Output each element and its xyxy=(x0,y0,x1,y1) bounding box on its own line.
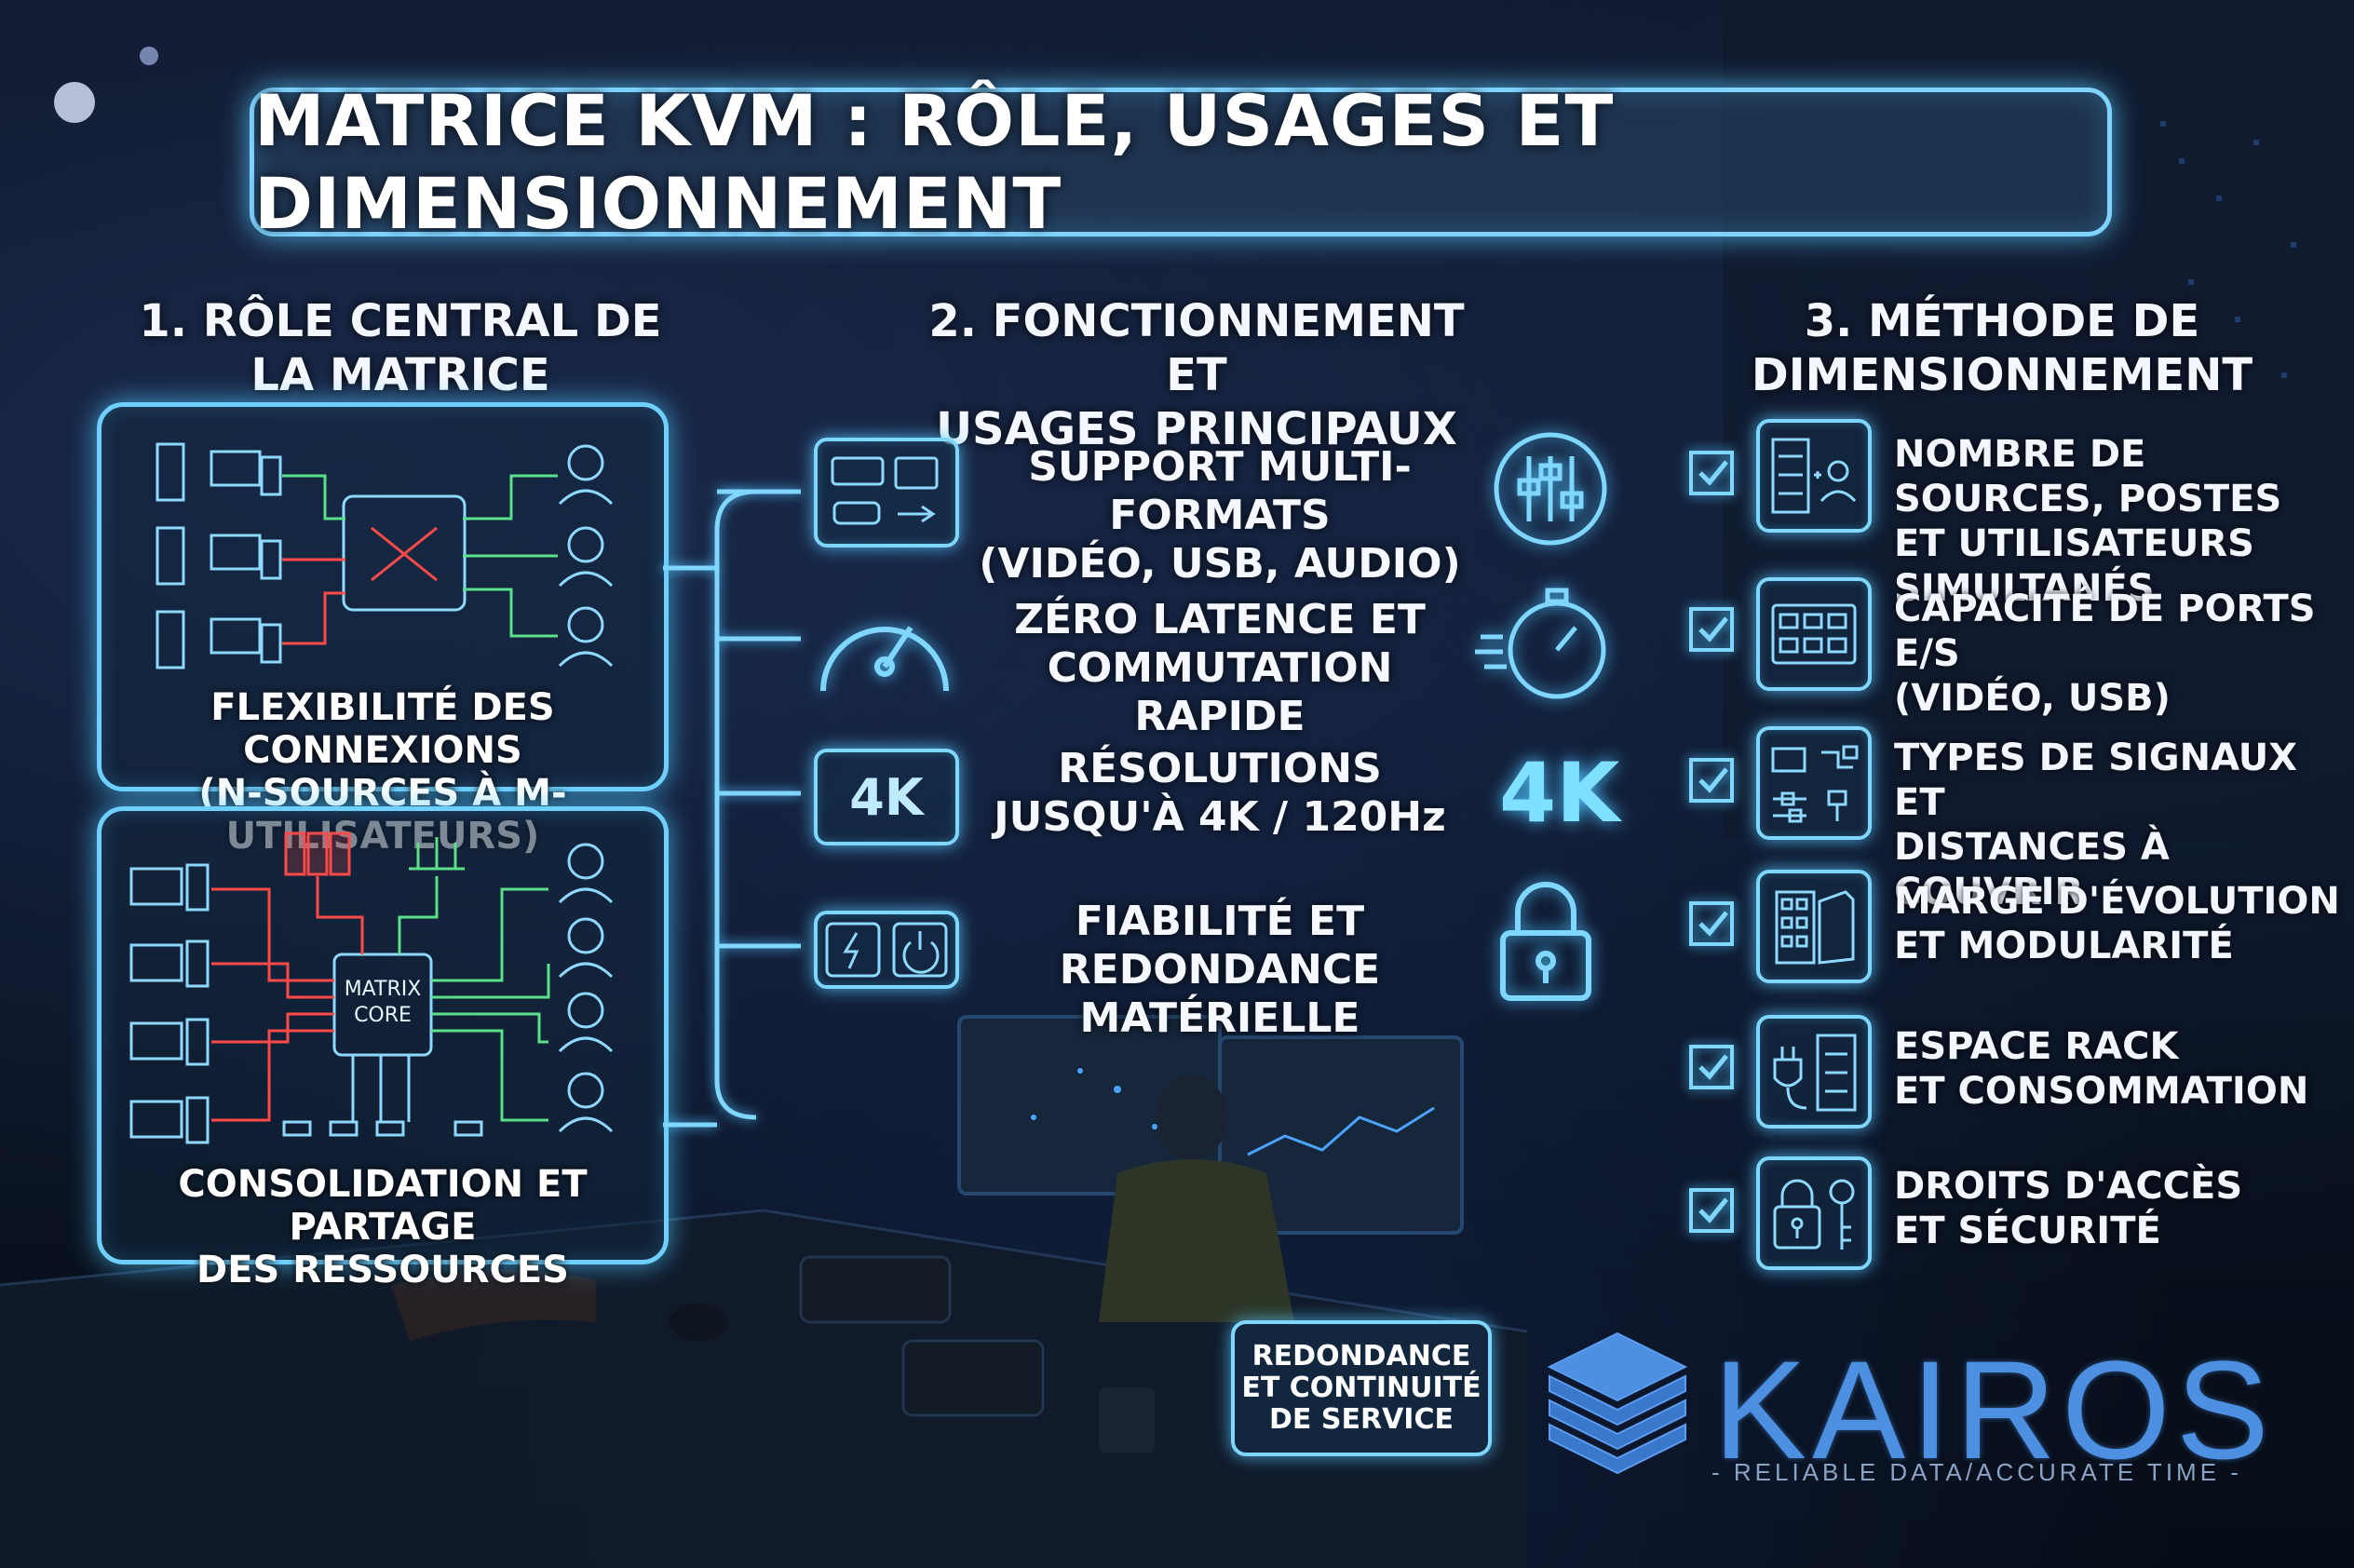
check-icon xyxy=(1689,607,1734,652)
main-title: MATRICE KVM : RÔLE, USAGES ET DIMENSIONN… xyxy=(254,79,1615,245)
redundancy-badge-line1: REDONDANCE xyxy=(1251,1340,1471,1372)
flexibility-panel: FLEXIBILITÉ DES CONNEXIONS (N-SOURCES À … xyxy=(97,402,669,858)
plug-rack-icon-box xyxy=(1756,1015,1872,1129)
feature-multiformat-line1: SUPPORT MULTI-FORMATS xyxy=(1028,443,1412,539)
dim-security-line2: ET SÉCURITÉ xyxy=(1894,1210,2161,1252)
dim-security-line1: DROITS D'ACCÈS xyxy=(1894,1165,2243,1208)
signal-types-icon xyxy=(1771,745,1859,823)
dim-sources-line1: NOMBRE DE SOURCES, POSTES xyxy=(1894,433,2282,520)
feature-resolution-line2: JUSQU'À 4K / 120Hz xyxy=(994,793,1446,841)
modules-icon xyxy=(1775,890,1855,965)
feature-resolution: RÉSOLUTIONS JUSQU'À 4K / 120Hz xyxy=(959,745,1481,842)
consolidation-caption-line2: DES RESSOURCES xyxy=(196,1249,569,1291)
n-to-m-diagram xyxy=(156,442,614,669)
kairos-logo-tagline: - RELIABLE DATA/ACCURATE TIME - xyxy=(1711,1458,2242,1486)
server-user-icon-box xyxy=(1756,419,1872,533)
dim-rack-line2: ET CONSOMMATION xyxy=(1894,1070,2309,1113)
column-heading-usages-line1: 2. FONCTIONNEMENT ET xyxy=(928,295,1465,401)
column-heading-method-line2: DIMENSIONNEMENT xyxy=(1751,349,2253,401)
lock-key-icon-box xyxy=(1756,1156,1872,1270)
feature-multiformat-line2: (VIDÉO, USB, AUDIO) xyxy=(979,540,1461,588)
feature-resolution-line1: RÉSOLUTIONS xyxy=(1058,745,1382,792)
consolidation-caption-line1: CONSOLIDATION ET PARTAGE xyxy=(178,1163,588,1249)
modules-icon-box xyxy=(1756,870,1872,983)
dim-evolution-line1: MARGE D'ÉVOLUTION xyxy=(1894,880,2340,923)
plug-rack-icon xyxy=(1773,1034,1857,1112)
redundancy-badge: REDONDANCE ET CONTINUITÉ DE SERVICE xyxy=(1231,1320,1492,1456)
consolidation-caption: CONSOLIDATION ET PARTAGE DES RESSOURCES xyxy=(101,1163,664,1291)
4k-icon-box: 4K xyxy=(814,749,959,845)
check-icon xyxy=(1689,901,1734,946)
dim-signals-line2: DISTANCES À COUVRIR xyxy=(1894,826,2170,913)
column-heading-method-line1: 3. MÉTHODE DE xyxy=(1804,295,2200,347)
speedometer-icon xyxy=(820,626,949,692)
consolidation-panel: MATRIX CORE CONSOLIDATION ET PARTAGE DES… xyxy=(97,806,669,1291)
ports-icon xyxy=(831,456,939,525)
dim-signals: TYPES DE SIGNAUX ET DISTANCES À COUVRIR xyxy=(1894,736,2341,914)
dim-evolution: MARGE D'ÉVOLUTION ET MODULARITÉ xyxy=(1894,879,2341,968)
signal-types-icon-box xyxy=(1756,726,1872,840)
check-icon xyxy=(1689,1045,1734,1089)
column-heading-usages-line2: USAGES PRINCIPAUX xyxy=(936,403,1457,455)
4k-side-label: 4K xyxy=(1499,745,1620,841)
dim-security: DROITS D'ACCÈS ET SÉCURITÉ xyxy=(1894,1164,2341,1253)
feature-latency-line1: ZÉRO LATENCE ET xyxy=(1014,596,1426,643)
check-icon xyxy=(1689,758,1734,803)
feature-latency-line2: COMMUTATION RAPIDE xyxy=(1047,644,1393,740)
dim-evolution-line2: ET MODULARITÉ xyxy=(1894,925,2234,967)
feature-reliability-line1: FIABILITÉ ET xyxy=(1075,898,1365,945)
feature-multiformat: SUPPORT MULTI-FORMATS (VIDÉO, USB, AUDIO… xyxy=(959,443,1481,588)
power-redundancy-icon-box xyxy=(814,911,959,989)
column-heading-role-line1: 1. RÔLE CENTRAL DE xyxy=(139,295,662,347)
column-heading-role-line2: LA MATRICE xyxy=(250,349,550,401)
dim-ports: CAPACITÉ DE PORTS E/S (VIDÉO, USB) xyxy=(1894,587,2341,721)
dim-sources: NOMBRE DE SOURCES, POSTES ET UTILISATEUR… xyxy=(1894,432,2341,611)
dim-signals-line1: TYPES DE SIGNAUX ET xyxy=(1894,737,2298,824)
dim-sources-line2: ET UTILISATEURS SIMULTANÉS xyxy=(1894,522,2254,610)
matrix-core-diagram: MATRIX CORE xyxy=(129,831,614,1144)
4k-icon-label: 4K xyxy=(849,767,924,827)
matrix-core-label-1: MATRIX xyxy=(345,978,422,1001)
column-heading-method: 3. MÉTHODE DE DIMENSIONNEMENT xyxy=(1713,294,2291,402)
power-redundancy-icon xyxy=(825,922,948,978)
matrix-core-label-2: CORE xyxy=(354,1004,412,1027)
flexibility-caption-line1: FLEXIBILITÉ DES CONNEXIONS xyxy=(210,686,555,772)
column-heading-usages: 2. FONCTIONNEMENT ET USAGES PRINCIPAUX xyxy=(894,294,1499,456)
kairos-logo-text: KAIROS xyxy=(1713,1331,2275,1488)
dim-ports-line2: (VIDÉO, USB) xyxy=(1894,677,2171,720)
kairos-logo-icon xyxy=(1547,1331,1688,1475)
sliders-icon xyxy=(1494,432,1607,546)
dim-rack-line1: ESPACE RACK xyxy=(1894,1025,2179,1068)
server-user-icon xyxy=(1771,438,1857,514)
main-title-banner: MATRICE KVM : RÔLE, USAGES ET DIMENSIONN… xyxy=(250,79,2112,245)
stopwatch-icon xyxy=(1475,588,1606,699)
lock-key-icon xyxy=(1773,1179,1855,1250)
redundancy-badge-line3: DE SERVICE xyxy=(1269,1403,1454,1436)
feature-latency: ZÉRO LATENCE ET COMMUTATION RAPIDE xyxy=(959,596,1481,741)
redundancy-badge-line2: ET CONTINUITÉ xyxy=(1241,1372,1481,1404)
padlock-icon xyxy=(1500,882,1591,1001)
check-icon xyxy=(1689,451,1734,495)
port-panel-icon xyxy=(1771,603,1857,665)
column-heading-role: 1. RÔLE CENTRAL DE LA MATRICE xyxy=(112,294,689,402)
dim-ports-line1: CAPACITÉ DE PORTS E/S xyxy=(1894,588,2316,675)
feature-reliability: FIABILITÉ ET REDONDANCE MATÉRIELLE xyxy=(959,898,1481,1043)
check-icon xyxy=(1689,1188,1734,1233)
ports-icon-box xyxy=(814,438,959,547)
dim-rack: ESPACE RACK ET CONSOMMATION xyxy=(1894,1024,2341,1114)
port-panel-icon-box xyxy=(1756,577,1872,691)
feature-reliability-line2: REDONDANCE MATÉRIELLE xyxy=(1059,946,1381,1042)
